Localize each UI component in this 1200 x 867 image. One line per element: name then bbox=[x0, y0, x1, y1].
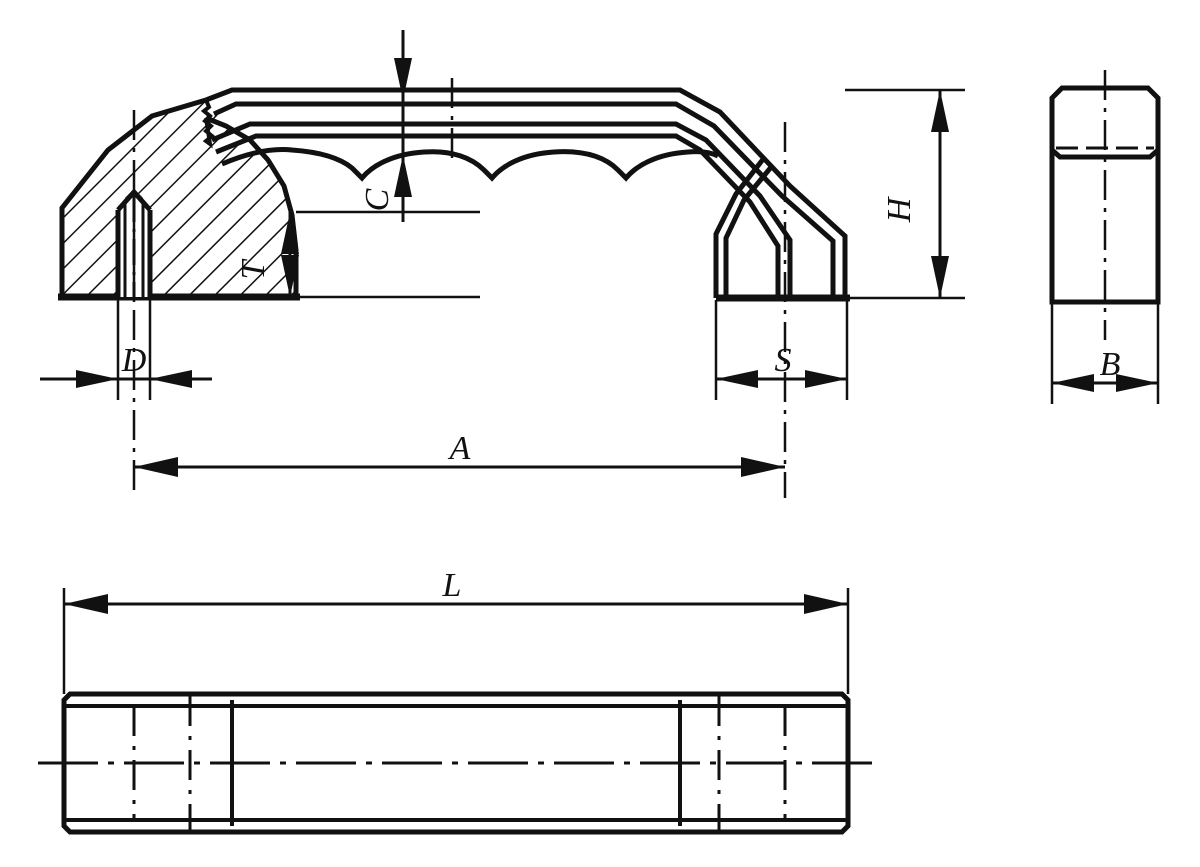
dim-T-arrow-bottom bbox=[281, 255, 299, 297]
dimension-B: B bbox=[1052, 346, 1158, 392]
arch-inner-top-edge bbox=[211, 121, 793, 298]
finger-grip-scallops bbox=[221, 147, 720, 182]
dim-C-label: C bbox=[359, 188, 396, 211]
dim-L-arrow-right bbox=[804, 594, 848, 614]
dim-D-arrow-right bbox=[150, 370, 192, 388]
dim-C-arrow-top bbox=[394, 58, 412, 100]
hole-mouth bbox=[124, 188, 144, 201]
dimension-D: D bbox=[40, 342, 212, 388]
dim-L-arrow-left bbox=[64, 594, 108, 614]
dim-S-label: S bbox=[775, 342, 792, 379]
dim-D-arrow-left bbox=[76, 370, 118, 388]
front-sectional-view: C T D S H bbox=[40, 30, 965, 498]
side-view: B bbox=[1049, 70, 1161, 404]
arch-inner-second-edge bbox=[215, 133, 781, 298]
dim-H-label: H bbox=[881, 195, 918, 223]
dim-C-arrow-bottom bbox=[394, 155, 412, 197]
side-view-outline bbox=[1049, 85, 1161, 305]
side-view-step-line bbox=[1050, 148, 1160, 160]
dimension-L: L bbox=[64, 567, 848, 614]
threaded-blind-hole bbox=[115, 188, 153, 297]
section-break-line bbox=[200, 99, 216, 149]
dim-B-label: B bbox=[1100, 346, 1121, 383]
leg-outer-profile bbox=[59, 97, 207, 297]
dim-A-label: A bbox=[448, 430, 471, 467]
dim-A-arrow-right bbox=[741, 457, 785, 477]
dim-T-label: T bbox=[235, 258, 272, 279]
dim-S-arrow-right bbox=[805, 370, 847, 388]
dim-B-arrow-left bbox=[1052, 374, 1094, 392]
dim-H-arrow-bottom bbox=[931, 256, 949, 298]
dimension-S: S bbox=[716, 342, 847, 388]
handle-arch-outline bbox=[205, 87, 850, 302]
dim-S-arrow-left bbox=[716, 370, 758, 388]
dimension-H: H bbox=[881, 90, 949, 298]
dimension-C: C bbox=[359, 30, 412, 222]
right-leg-inner-flank bbox=[723, 164, 774, 298]
right-leg-outer-flank bbox=[713, 156, 766, 298]
arch-outer-top-edge bbox=[205, 87, 848, 298]
dimension-A: A bbox=[134, 430, 785, 477]
dim-L-label: L bbox=[442, 567, 462, 604]
dim-T-arrow-top bbox=[281, 212, 299, 254]
plan-view-outline bbox=[61, 691, 851, 835]
dimension-T: T bbox=[235, 212, 299, 297]
extension-lines bbox=[116, 88, 965, 400]
left-leg-section bbox=[58, 97, 300, 301]
dim-B-arrow-right bbox=[1116, 374, 1158, 392]
centrelines bbox=[132, 78, 787, 498]
dim-D-label: D bbox=[121, 342, 147, 379]
scallop-profile bbox=[221, 147, 720, 182]
dim-H-arrow-top bbox=[931, 90, 949, 132]
plan-view: L bbox=[38, 567, 874, 835]
dim-A-arrow-left bbox=[134, 457, 178, 477]
arch-outer-second-edge bbox=[212, 101, 836, 298]
